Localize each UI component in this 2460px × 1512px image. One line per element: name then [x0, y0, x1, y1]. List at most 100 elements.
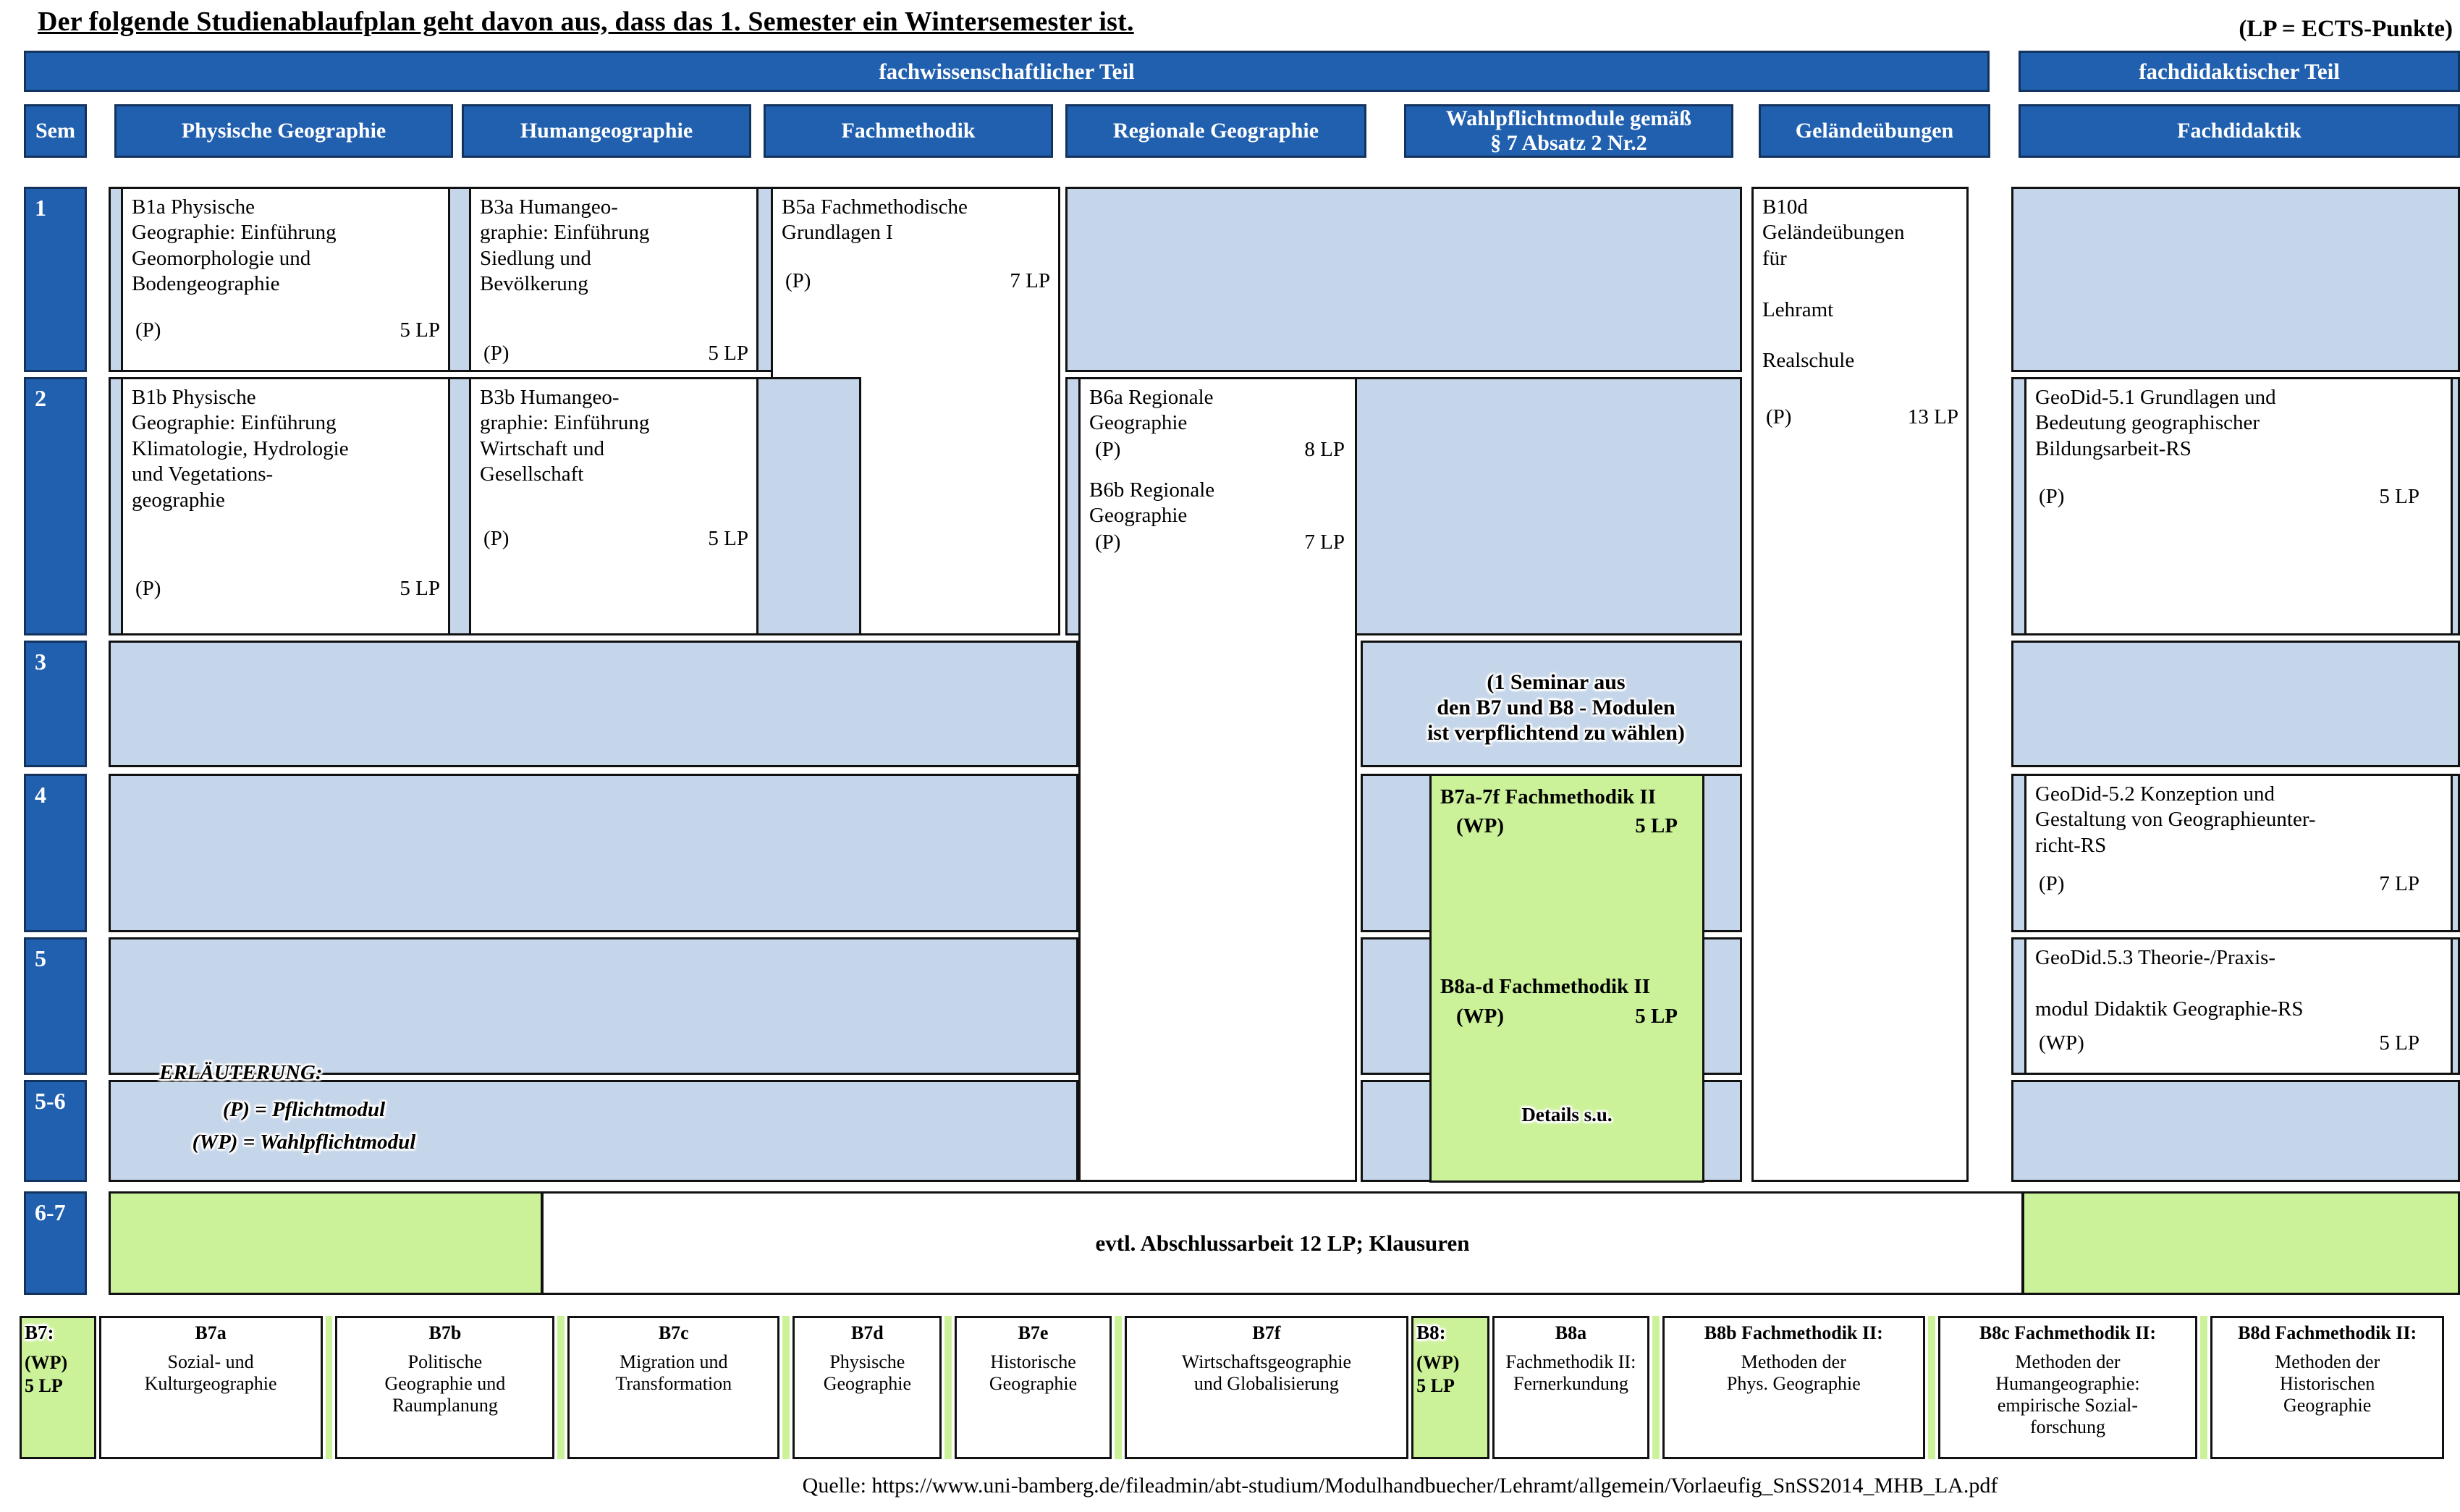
legend-item-b8d[interactable]: B8d Fachmethodik II: Methoden der Histor…: [2210, 1316, 2445, 1459]
legend-item-b8a-code: B8a: [1555, 1322, 1587, 1343]
module-b8a-d: B8a-d Fachmethodik II: [1432, 838, 1702, 1004]
module-b1a-lp: 5 LP: [400, 318, 440, 342]
legend-sep-4: [944, 1316, 952, 1459]
module-geodid-5-1-foot: (P) 5 LP: [2024, 485, 2430, 509]
source-text: Quelle: https://www.uni-bamberg.de/filea…: [802, 1474, 1998, 1498]
source-line: Quelle: https://www.uni-bamberg.de/filea…: [0, 1474, 2460, 1498]
legend-item-b7b-code: B7b: [428, 1322, 462, 1343]
module-b3b[interactable]: B3b Humangeo- graphie: Einführung Wirtsc…: [469, 377, 758, 635]
module-b6a: B6a Regionale Geographie: [1081, 379, 1355, 441]
legend-item-b7b-name: Politische Geographie und Raumplanung: [384, 1351, 506, 1416]
module-b3b-text: B3b Humangeo- graphie: Einführung Wirtsc…: [480, 386, 650, 486]
legend-item-b8a[interactable]: B8a Fachmethodik II: Fernerkundung: [1492, 1316, 1650, 1459]
legend-item-b7c[interactable]: B7c Migration und Transformation: [567, 1316, 780, 1459]
module-geodid-5-2-lp: 7 LP: [2379, 872, 2419, 895]
legend-item-b7b[interactable]: B7b Politische Geographie und Raumplanun…: [335, 1316, 555, 1459]
module-b6b-lp: 7 LP: [1304, 530, 1345, 554]
module-b1a-foot: (P) 5 LP: [121, 318, 450, 342]
row5-band-left: [109, 937, 1078, 1075]
legend-item-b8c-code: B8c Fachmethodik II:: [1979, 1322, 2157, 1343]
module-b6-container[interactable]: B6a Regionale Geographie (P) 8 LP B6b Re…: [1078, 377, 1357, 1182]
row3-band-left: [109, 641, 1078, 767]
module-geodid-5-1-text: GeoDid-5.1 Grundlagen und Bedeutung geog…: [2035, 386, 2276, 460]
module-b3b-type: (P): [483, 527, 510, 550]
module-b1a-type: (P): [135, 318, 161, 342]
module-b3a-text: B3a Humangeo- graphie: Einführung Siedlu…: [480, 195, 650, 296]
module-b10d-foot: (P) 13 LP: [1751, 405, 1969, 429]
module-b8a-d-type: (WP): [1456, 1004, 1505, 1028]
module-b3a-type: (P): [483, 342, 510, 365]
module-b1b-text: B1b Physische Geographie: Einführung Kli…: [132, 386, 349, 512]
module-b1b-type: (P): [135, 577, 161, 600]
legend-item-b7f-name: Wirtschaftsgeographie und Globalisierung: [1181, 1351, 1352, 1394]
module-b3a[interactable]: B3a Humangeo- graphie: Einführung Siedlu…: [469, 187, 758, 372]
legend-item-b7d[interactable]: B7d Physische Geographie: [792, 1316, 942, 1459]
module-b8a-d-text: B8a-d Fachmethodik II: [1440, 975, 1651, 999]
module-b3b-lp: 5 LP: [708, 527, 748, 550]
legend-item-b7e[interactable]: B7e Historische Geographie: [955, 1316, 1112, 1459]
legend-item-b7a-name: Sozial- und Kulturgeographie: [144, 1351, 277, 1394]
module-b7a-7f-lp: 5 LP: [1635, 814, 1678, 838]
module-geodid-5-1[interactable]: GeoDid-5.1 Grundlagen und Bedeutung geog…: [2024, 377, 2453, 635]
legend-key-b8[interactable]: B8: (WP) 5 LP: [1411, 1316, 1489, 1459]
module-b5a-type: (P): [785, 269, 811, 292]
legend-key-b8-type: (WP): [1416, 1352, 1460, 1374]
legend-item-b7c-code: B7c: [658, 1322, 689, 1343]
legend-item-b8c[interactable]: B8c Fachmethodik II: Methoden der Humang…: [1937, 1316, 2198, 1459]
module-b5a-foot: (P) 7 LP: [771, 269, 1060, 293]
module-b10d-type: (P): [1766, 405, 1792, 428]
legend-item-b7d-code: B7d: [850, 1322, 884, 1343]
sem-cell-4: 4: [24, 774, 87, 932]
column-header-physische-geographie: Physische Geographie: [114, 104, 453, 158]
row67-abschlussarbeit: evtl. Abschlussarbeit 12 LP; Klausuren: [541, 1191, 2024, 1295]
module-b1a-text: B1a Physische Geographie: Einführung Geo…: [132, 195, 337, 296]
module-b7a-7f-text: B7a-7f Fachmethodik II: [1440, 785, 1657, 808]
legend-item-b8b-name: Methoden der Phys. Geographie: [1726, 1351, 1861, 1394]
module-wp-green-block[interactable]: B7a-7f Fachmethodik II (WP) 5 LP B8a-d F…: [1429, 774, 1704, 1183]
module-b1a[interactable]: B1a Physische Geographie: Einführung Geo…: [121, 187, 450, 372]
column-header-regionale-geographie: Regionale Geographie: [1065, 104, 1366, 158]
band-fachdidaktischer-teil: fachdidaktischer Teil: [2019, 51, 2460, 92]
module-b6b-text: B6b Regionale Geographie: [1089, 478, 1215, 528]
module-b6a-type: (P): [1095, 437, 1121, 461]
legend-key-b7[interactable]: B7: (WP) 5 LP: [20, 1316, 96, 1459]
module-b10d-lp: 13 LP: [1907, 405, 1958, 428]
legend-item-b7f[interactable]: B7f Wirtschaftsgeographie und Globalisie…: [1124, 1316, 1409, 1459]
legend-item-b8b[interactable]: B8b Fachmethodik II: Methoden der Phys. …: [1662, 1316, 1925, 1459]
legend-erlaeuterung-p: (P) = Pflichtmodul: [222, 1098, 386, 1121]
module-geodid-5-3[interactable]: GeoDid.5.3 Theorie-/Praxis- modul Didakt…: [2024, 937, 2453, 1075]
sem-cell-1: 1: [24, 187, 87, 372]
sem-cell-6-7: 6-7: [24, 1191, 87, 1295]
legend-item-b7c-name: Migration und Transformation: [615, 1351, 732, 1394]
module-b1b[interactable]: B1b Physische Geographie: Einführung Kli…: [121, 377, 450, 635]
legend-item-b7a-code: B7a: [195, 1322, 227, 1343]
module-b10d[interactable]: B10d Geländeübungen für Lehramt Realschu…: [1751, 187, 1969, 1182]
module-geodid-5-1-lp: 5 LP: [2379, 485, 2419, 508]
module-geodid-5-2[interactable]: GeoDid-5.2 Konzeption und Gestaltung von…: [2024, 774, 2453, 932]
legend-item-b7f-code: B7f: [1252, 1322, 1281, 1343]
legend-item-b8c-name: Methoden der Humangeographie: empirische…: [1995, 1351, 2140, 1437]
sem-cell-2: 2: [24, 377, 87, 635]
module-b6b-type: (P): [1095, 530, 1121, 554]
legend-item-b8d-name: Methoden der Historischen Geographie: [2275, 1351, 2380, 1416]
module-geodid-5-3-lp: 5 LP: [2379, 1031, 2419, 1055]
row1-band-fd: [2011, 187, 2460, 372]
legend-item-b7e-name: Historische Geographie: [989, 1351, 1078, 1394]
module-b3a-foot: (P) 5 LP: [469, 342, 758, 366]
row3-band-fd: [2011, 641, 2460, 767]
module-geodid-5-1-type: (P): [2039, 485, 2065, 508]
module-b6b: B6b Regionale Geographie: [1081, 462, 1355, 533]
module-b6a-foot: (P) 8 LP: [1081, 438, 1355, 462]
wahlpflicht-line2: § 7 Absatz 2 Nr.2: [1490, 131, 1647, 155]
legend-strip: B7: (WP) 5 LP B7a Sozial- und Kulturgeog…: [20, 1316, 2445, 1459]
column-header-fachdidaktik: Fachdidaktik: [2019, 104, 2460, 158]
legend-key-b8-code: B8:: [1416, 1322, 1446, 1343]
legend-key-b8-lp: 5 LP: [1416, 1374, 1455, 1396]
row3-band-wp: [1361, 641, 1742, 767]
sem-cell-5: 5: [24, 937, 87, 1075]
legend-sep-7: [1927, 1316, 1935, 1459]
legend-sep-2: [557, 1316, 565, 1459]
legend-erlaeuterung-title: ERLÄUTERUNG:: [159, 1061, 323, 1084]
annotation-details: Details s.u.: [1521, 1104, 1612, 1125]
legend-item-b7a[interactable]: B7a Sozial- und Kulturgeographie: [98, 1316, 323, 1459]
